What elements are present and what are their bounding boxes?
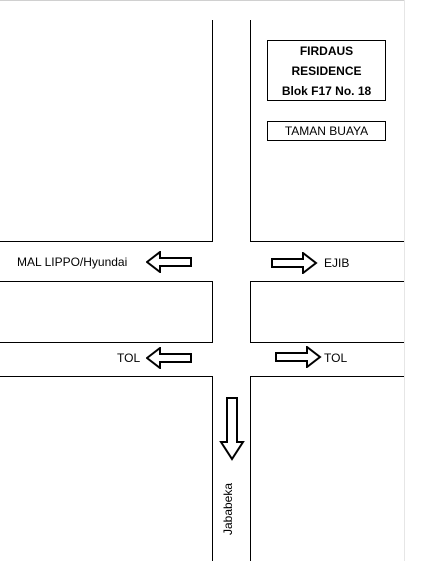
road-line-left-top <box>212 20 213 241</box>
arrow-right-icon-lower <box>275 346 322 368</box>
road-line-upper-right-bottom <box>250 281 404 282</box>
arrow-down-icon <box>219 397 245 461</box>
road-line-left-bottom <box>212 376 213 561</box>
direction-label-mal-lippo: MAL LIPPO/Hyundai <box>17 255 128 269</box>
road-line-upper-right-top <box>250 241 404 242</box>
road-line-lower-left-bottom <box>0 376 213 377</box>
direction-label-tol-right: TOL <box>324 351 348 365</box>
road-line-right-middle <box>250 281 251 342</box>
area-label: TAMAN BUAYA <box>284 124 369 138</box>
direction-label-tol-left: TOL <box>117 351 141 365</box>
residence-title-box: FIRDAUS RESIDENCE Blok F17 No. 18 <box>267 40 386 101</box>
road-line-right-top <box>250 20 251 241</box>
residence-name-line1: FIRDAUS <box>299 44 354 58</box>
direction-label-ejib: EJIB <box>324 256 350 270</box>
arrow-right-icon <box>271 252 318 274</box>
road-line-lower-right-bottom <box>250 376 404 377</box>
road-line-lower-left-top <box>0 342 213 343</box>
residence-address: Blok F17 No. 18 <box>281 84 372 98</box>
road-line-upper-left-bottom <box>0 281 213 282</box>
road-line-upper-left-top <box>0 241 213 242</box>
top-border <box>0 0 404 1</box>
direction-label-jababeka: Jababeka <box>221 482 236 536</box>
right-border <box>404 0 405 561</box>
residence-name-line2: RESIDENCE <box>291 64 362 78</box>
road-line-left-middle <box>212 281 213 342</box>
area-box: TAMAN BUAYA <box>267 121 386 141</box>
arrow-left-icon-lower <box>146 347 192 369</box>
road-line-right-bottom <box>250 376 251 561</box>
road-line-lower-right-top <box>250 342 404 343</box>
arrow-left-icon <box>146 251 192 273</box>
